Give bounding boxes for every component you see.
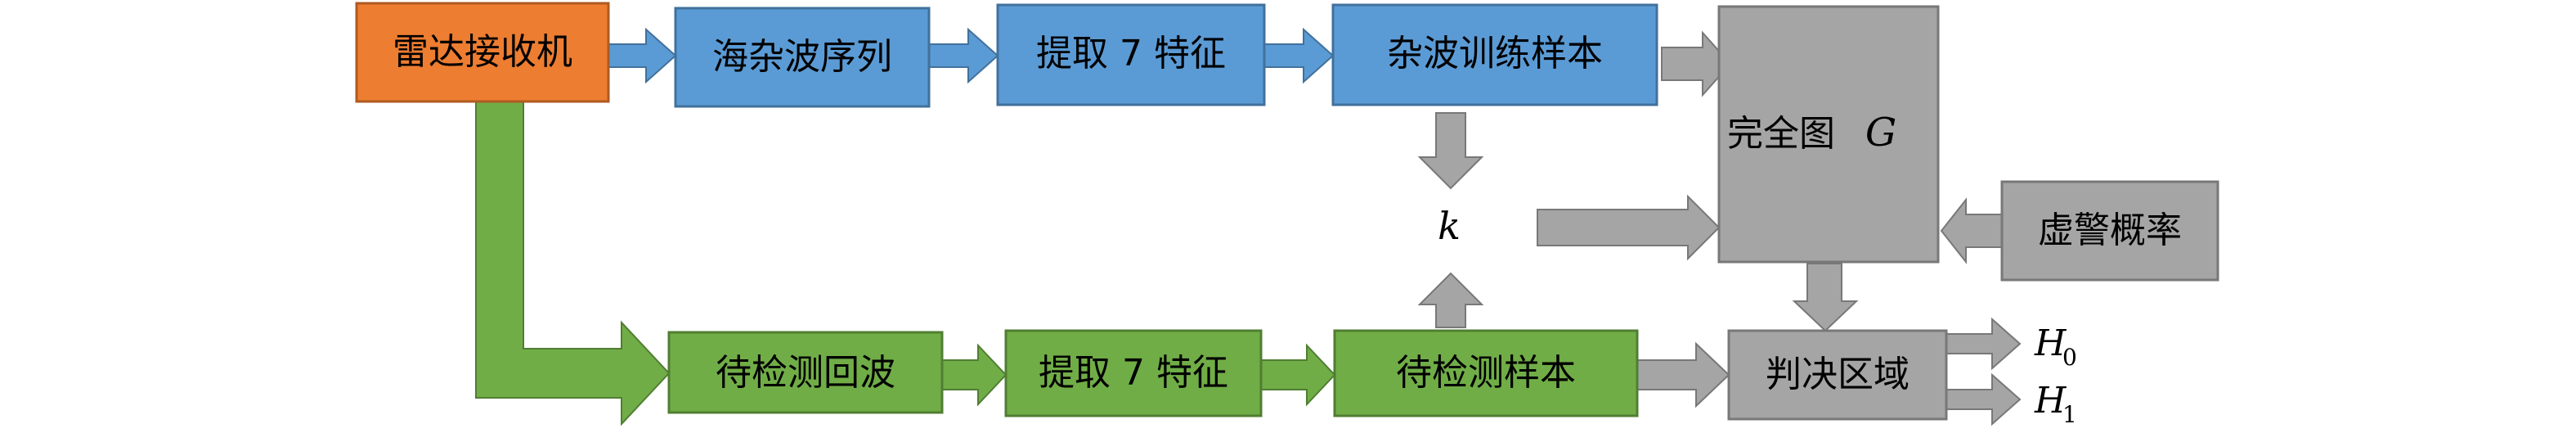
node-complete-graph-symbol: G — [1865, 110, 1896, 156]
node-false-alarm-probability: 虚警概率 — [2000, 180, 2219, 282]
output-h0: H 0 — [2034, 322, 2077, 371]
arrow-graph-to-decision — [1792, 263, 1859, 332]
arrow-decision-to-h1 — [1945, 372, 2022, 426]
arrow-training-to-graph — [1661, 30, 1732, 97]
arrow-sequence-to-extract — [928, 27, 999, 84]
arrow-k-to-graph — [1537, 194, 1721, 261]
output-h1-main: H — [2034, 380, 2067, 422]
node-clutter-training-samples: 杂波训练样本 — [1331, 3, 1658, 106]
node-sea-clutter-sequence-label: 海杂波序列 — [712, 36, 892, 78]
node-extract-features-top-label: 提取 7 特征 — [1036, 33, 1226, 74]
node-radar-receiver-label: 雷达接收机 — [393, 31, 572, 73]
node-k-label: k — [1438, 204, 1461, 248]
arrow-receiver-to-echo — [475, 101, 671, 426]
arrow-samples-to-decision — [1636, 341, 1730, 408]
node-radar-receiver: 雷达接收机 — [355, 2, 610, 103]
arrow-extract-to-samples — [1260, 343, 1336, 407]
node-extract-features-top: 提取 7 特征 — [996, 3, 1266, 106]
arrow-echo-to-extract — [941, 343, 1008, 407]
node-echo-to-detect: 待检测回波 — [667, 331, 944, 414]
output-h0-main: H — [2034, 322, 2067, 364]
arrow-decision-to-h0 — [1945, 317, 2022, 371]
node-complete-graph-label: 完全图 — [1727, 113, 1835, 155]
node-decision-region-label: 判决区域 — [1766, 354, 1910, 395]
node-echo-to-detect-label: 待检测回波 — [716, 352, 895, 394]
node-extract-features-bottom: 提取 7 特征 — [1004, 329, 1263, 417]
arrow-training-to-k — [1417, 112, 1484, 190]
output-h1-subscript: 1 — [2062, 401, 2077, 428]
node-complete-graph: 完全图 G — [1717, 5, 1940, 264]
arrow-false-alarm-to-graph — [1940, 197, 2003, 264]
arrow-receiver-to-sequence — [608, 27, 677, 84]
output-h0-subscript: 0 — [2062, 344, 2077, 371]
arrow-extract-to-training — [1263, 27, 1335, 84]
node-k: k — [1438, 204, 1461, 248]
node-false-alarm-probability-label: 虚警概率 — [2038, 210, 2182, 251]
node-extract-features-bottom-label: 提取 7 特征 — [1039, 352, 1228, 394]
node-decision-region: 判决区域 — [1727, 329, 1948, 421]
node-clutter-training-samples-label: 杂波训练样本 — [1387, 33, 1603, 74]
node-samples-to-detect-label: 待检测样本 — [1396, 352, 1576, 394]
output-h1: H 1 — [2034, 380, 2077, 428]
arrow-samples-to-k — [1417, 272, 1484, 328]
node-samples-to-detect: 待检测样本 — [1333, 329, 1639, 417]
node-sea-clutter-sequence: 海杂波序列 — [674, 7, 931, 108]
